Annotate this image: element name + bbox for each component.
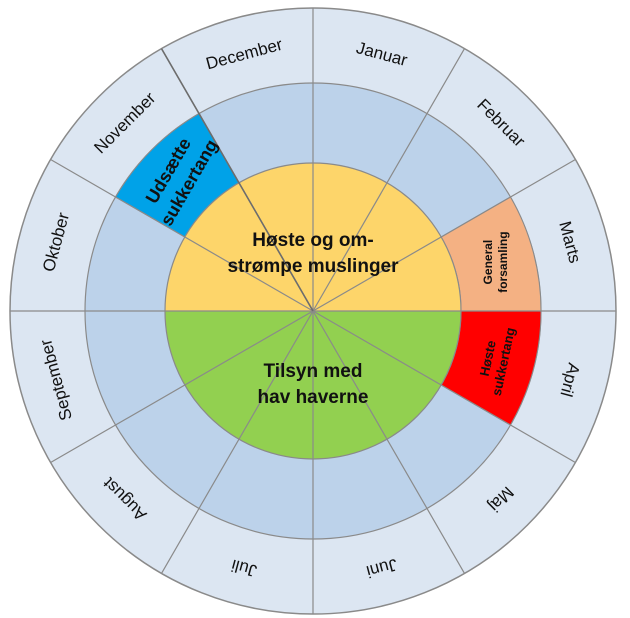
- divider-line-accent: [160, 48, 314, 312]
- divider-line: [50, 158, 314, 312]
- center-bottom-text-line-1: Tilsyn med: [264, 361, 363, 382]
- center-bottom-text-line-2: hav haverne: [258, 387, 369, 408]
- divider-line: [160, 310, 314, 574]
- center-top-text-line-1: Høste og om-: [252, 230, 373, 251]
- center-top-text-line-2: strømpe muslinger: [227, 256, 399, 277]
- divider-line: [312, 310, 576, 464]
- event-label-general-line-2: forsamling: [496, 231, 510, 292]
- event-segments: [114, 112, 542, 426]
- event-label-general-line-1: General: [481, 240, 495, 285]
- divider-line: [50, 310, 314, 464]
- divider-lines: [10, 8, 616, 614]
- divider-line: [312, 310, 466, 574]
- divider-line: [312, 158, 576, 312]
- event-label-hoste-line-1: Høste: [477, 339, 499, 377]
- divider-line: [312, 48, 466, 312]
